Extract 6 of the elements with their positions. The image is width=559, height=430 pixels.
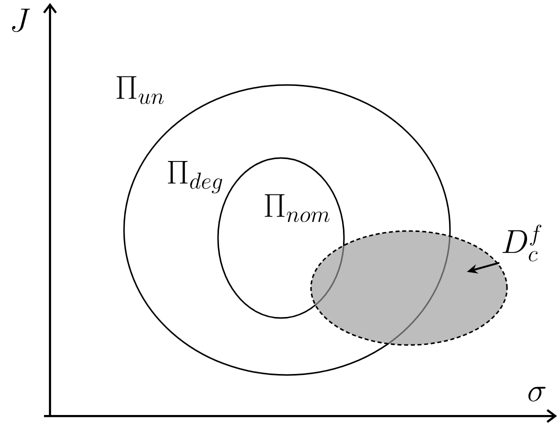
axis-label: $J$ (12, 8, 30, 32)
region-label: $\Pi_{un}$ (116, 76, 164, 104)
region-label: $D_c^f$ (502, 224, 542, 262)
axis-label: $\sigma$ (528, 386, 546, 402)
region-label: $\Pi_{deg}$ (168, 161, 222, 194)
region-label: $\Pi_{nom}$ (264, 194, 330, 222)
